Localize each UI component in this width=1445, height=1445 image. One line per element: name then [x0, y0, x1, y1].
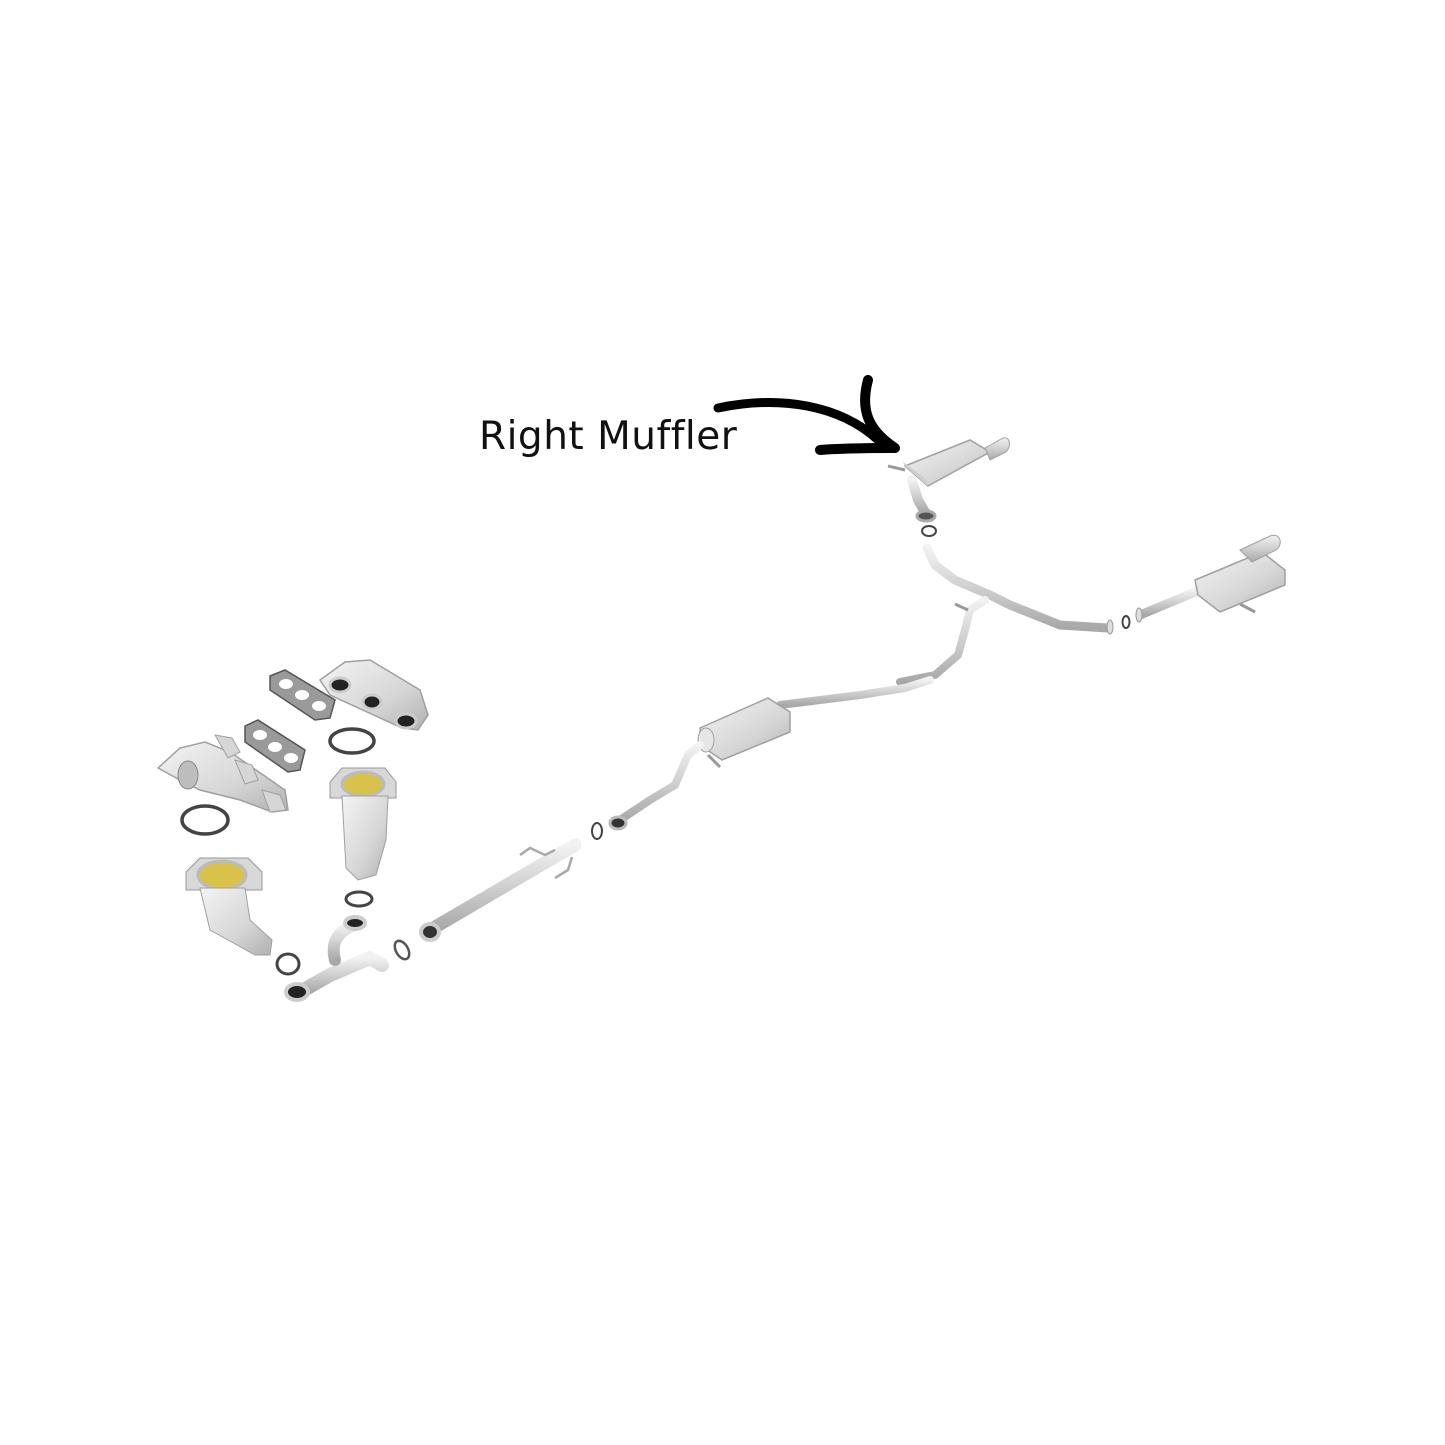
manifold-gasket-right — [269, 669, 336, 721]
sealing-ring — [275, 952, 301, 976]
flange-gasket — [393, 939, 411, 961]
sealing-ring — [1121, 615, 1131, 629]
right-muffler — [887, 437, 1011, 523]
catalytic-converter-right — [329, 767, 397, 881]
resonator — [697, 676, 934, 769]
sealing-ring — [921, 525, 937, 537]
arrow-icon — [713, 375, 900, 455]
sealing-ring — [328, 727, 376, 755]
intermediate-pipe — [608, 741, 704, 831]
left-muffler — [1135, 534, 1286, 623]
sealing-ring — [591, 822, 603, 840]
rear-y-pipe — [896, 543, 1114, 686]
front-pipe — [419, 838, 582, 942]
y-pipe — [284, 915, 389, 1002]
manifold-gasket-left — [244, 719, 306, 773]
right-muffler-label: Right Muffler — [479, 414, 738, 459]
right-exhaust-manifold — [318, 659, 429, 731]
sealing-ring — [180, 804, 230, 836]
catalytic-converter-left — [185, 857, 273, 956]
sealing-ring — [344, 890, 374, 908]
left-exhaust-manifold — [156, 734, 289, 813]
